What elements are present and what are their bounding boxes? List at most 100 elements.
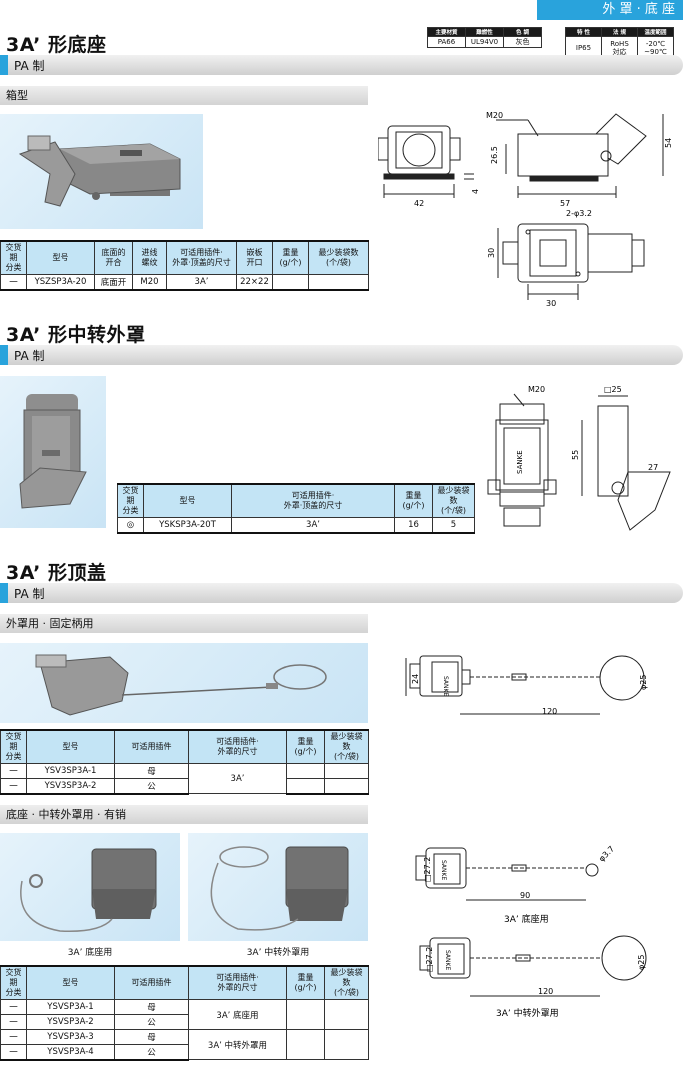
hood-image bbox=[19, 394, 87, 509]
col-head: 可适用插件· 外罩的尺寸 bbox=[188, 965, 287, 1000]
dim-ring: φ3.7 bbox=[597, 844, 616, 863]
product-photo-cover-hood bbox=[188, 833, 368, 941]
cell: 16 bbox=[394, 517, 433, 534]
col-head: 重量 (g/个) bbox=[394, 483, 433, 518]
cell-merged: 3A’ bbox=[188, 763, 287, 794]
dim-thread: M20 bbox=[486, 111, 503, 120]
dim-width: 42 bbox=[414, 199, 424, 208]
cell bbox=[272, 274, 309, 291]
dimension-drawing-cover-pinned: SANKE SANKE □27.2 90 φ3.7 3A’ 底座用 □27.2 … bbox=[415, 844, 647, 1019]
col-head: 型号 bbox=[26, 965, 115, 1000]
dim-length: 120 bbox=[538, 987, 553, 996]
cell-merged: 3A’ 中转外罩用 bbox=[188, 1029, 287, 1060]
table-row: 一 YSVSP3A-3 母 3A’ 中转外罩用 bbox=[0, 1029, 369, 1060]
dimension-drawing-cover-fixed: SANKE 24 120 φ25 bbox=[405, 655, 648, 716]
subhead: 箱型 bbox=[0, 86, 368, 105]
cell: 3A’ bbox=[166, 274, 237, 291]
category-tab: 外 罩 · 底 座 bbox=[537, 0, 683, 20]
cell: YSVSP3A-4 bbox=[26, 1044, 115, 1061]
col-head: 可适用插件· 外罩的尺寸 bbox=[188, 729, 287, 764]
prop-head: 温度範囲 bbox=[637, 27, 674, 37]
col-head: 嵌板 开口 bbox=[236, 240, 273, 275]
material-label: PA 制 bbox=[14, 349, 45, 363]
dim-thread: M20 bbox=[528, 385, 545, 394]
col-head: 底面的 开合 bbox=[94, 240, 133, 275]
cell: 公 bbox=[114, 1044, 189, 1061]
col-head: 交货期 分类 bbox=[117, 483, 144, 518]
base-housing-image bbox=[18, 135, 181, 207]
cell: YSZSP3A-20 bbox=[26, 274, 95, 291]
prop-head: 特 性 bbox=[565, 27, 602, 37]
cell: 一 bbox=[0, 778, 27, 795]
table-row: 一 YSZSP3A-20 底面开 M20 3A’ 22×22 bbox=[0, 274, 369, 291]
dim-diameter: φ25 bbox=[639, 675, 648, 690]
cell: 一 bbox=[0, 1044, 27, 1061]
material-label: PA 制 bbox=[14, 59, 45, 73]
col-head: 重量 (g/个) bbox=[272, 240, 309, 275]
spec-table-cover-fixed: 交货期 分类 型号 可适用插件 可适用插件· 外罩的尺寸 重量 (g/个) 最少… bbox=[0, 729, 369, 795]
brand-mark: SANKE bbox=[442, 676, 449, 696]
col-head: 型号 bbox=[26, 240, 95, 275]
cell: 母 bbox=[114, 763, 189, 779]
cell bbox=[308, 274, 369, 291]
cell: 公 bbox=[114, 1014, 189, 1030]
cover-base-image bbox=[20, 848, 157, 932]
spec-table-cover-pinned: 交货期 分类 型号 可适用插件 可适用插件· 外罩的尺寸 重量 (g/个) 最少… bbox=[0, 965, 369, 1061]
dim-panel-height: 30 bbox=[487, 248, 496, 258]
dim-height: 24 bbox=[411, 674, 420, 684]
cell: 公 bbox=[114, 778, 189, 795]
product-photo-base bbox=[0, 114, 203, 229]
table-row: 一 YSV3SP3A-2 公 bbox=[0, 778, 369, 795]
brand-mark: SANKE bbox=[516, 450, 524, 474]
subhead: 底座 · 中转外罩用 · 有销 bbox=[0, 805, 368, 824]
cell: 一 bbox=[0, 274, 27, 291]
dim-length: 57 bbox=[560, 199, 570, 208]
photo-caption: 3A’ 底座用 bbox=[67, 948, 113, 958]
col-head: 可适用插件 bbox=[114, 729, 189, 764]
brand-mark: SANKE bbox=[440, 860, 447, 880]
dim-square: □25 bbox=[604, 385, 622, 394]
material-band: PA 制 bbox=[0, 345, 683, 365]
dim-length: 90 bbox=[520, 891, 530, 900]
photo-caption: 3A’ 中转外罩用 bbox=[246, 948, 310, 958]
cell: 母 bbox=[114, 1029, 189, 1045]
cell: YSVSP3A-2 bbox=[26, 1014, 115, 1030]
section-title: 3A’ 形底座 bbox=[6, 34, 107, 56]
dim-square: □27.2 bbox=[423, 857, 432, 882]
cell-merged: 3A’ 底座用 bbox=[188, 999, 287, 1030]
col-head: 进线 螺纹 bbox=[132, 240, 167, 275]
prop-head: 主要材質 bbox=[427, 27, 466, 37]
spec-table-base: 交货期 分类 型号 底面的 开合 进线 螺纹 可适用插件· 外罩·顶盖的尺寸 嵌… bbox=[0, 240, 369, 291]
prop-value: PA66 bbox=[427, 36, 466, 48]
col-head: 最少装袋数 (个/袋) bbox=[324, 729, 369, 764]
dim-latch: 27 bbox=[648, 463, 658, 472]
cell: 3A’ bbox=[231, 517, 395, 534]
cell: 母 bbox=[114, 999, 189, 1015]
section-title: 3A’ 形中转外罩 bbox=[6, 324, 146, 346]
cell: M20 bbox=[132, 274, 167, 291]
dimension-drawing-hood: SANKE M20 □25 55 27 bbox=[487, 385, 671, 531]
table-row: 一 YSVSP3A-4 公 bbox=[0, 1044, 369, 1061]
table-row: 一 YSV3SP3A-1 母 3A’ bbox=[0, 763, 369, 794]
cell: YSVSP3A-3 bbox=[26, 1029, 115, 1045]
dim-diameter: φ25 bbox=[637, 955, 646, 970]
col-head: 型号 bbox=[143, 483, 232, 518]
dim-height: 55 bbox=[571, 450, 580, 460]
product-photo-hood bbox=[0, 376, 106, 528]
drawing-caption: 3A’ 底座用 bbox=[504, 913, 549, 925]
prop-head: 法 規 bbox=[601, 27, 638, 37]
cell: 一 bbox=[0, 1029, 27, 1045]
dim-length: 120 bbox=[542, 707, 557, 716]
cell: ◎ bbox=[117, 517, 144, 534]
col-head: 重量 (g/个) bbox=[286, 729, 325, 764]
col-head: 重量 (g/个) bbox=[286, 965, 325, 1000]
col-head: 最少装袋数 (个/袋) bbox=[432, 483, 475, 518]
col-head: 最少装袋数 (个/袋) bbox=[324, 965, 369, 1000]
cover-hood-image bbox=[210, 846, 349, 931]
col-head: 最少装袋数 (个/袋) bbox=[308, 240, 369, 275]
section-title: 3A’ 形顶盖 bbox=[6, 562, 107, 584]
col-head: 交货期 分类 bbox=[0, 729, 27, 764]
dim-height: 26.5 bbox=[490, 146, 499, 164]
prop-head: 色 調 bbox=[503, 27, 542, 37]
